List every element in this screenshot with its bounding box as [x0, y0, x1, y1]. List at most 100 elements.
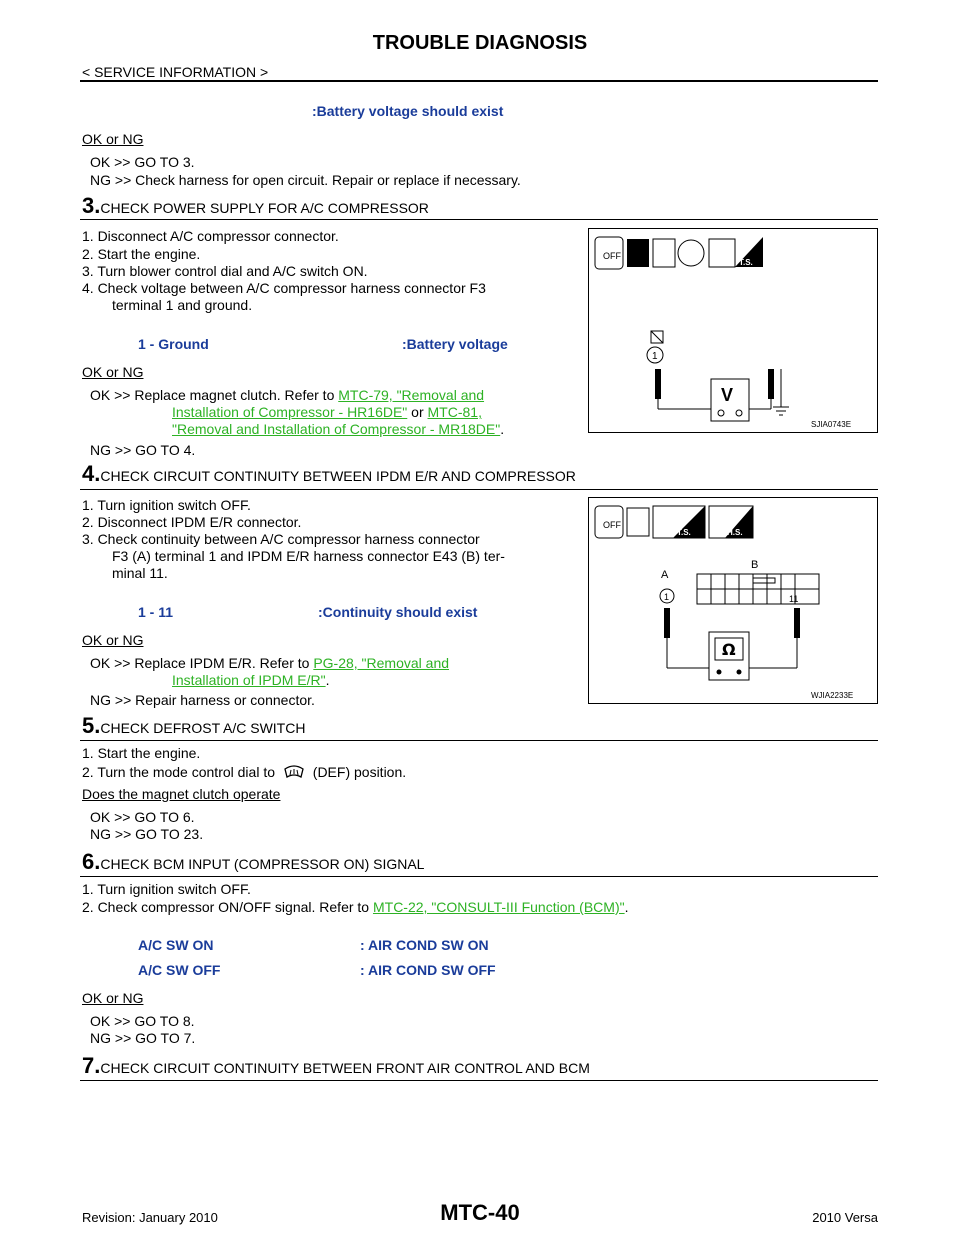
- ok-result-cont: Installation of Compressor - HR16DE" or …: [172, 404, 482, 421]
- connector-a-label: A: [661, 569, 669, 581]
- step-5-item-2-text: 2. Turn the mode control dial to: [82, 764, 275, 780]
- monitor-row-2-value: : AIR COND SW OFF: [360, 962, 496, 978]
- ok-text: OK >> Replace IPDM E/R. Refer to: [90, 655, 314, 671]
- period: .: [325, 672, 330, 688]
- ng-result: NG >> GO TO 23.: [90, 826, 204, 842]
- ok-result: OK >> GO TO 3.: [90, 154, 195, 170]
- okng-label: OK or NG: [82, 364, 144, 380]
- figure-id: SJIA0743E: [811, 420, 851, 429]
- svg-text:H.S.: H.S.: [727, 528, 743, 537]
- step-3-item-2: 2. Start the engine.: [82, 246, 201, 262]
- svg-text:T.S.: T.S.: [739, 258, 753, 267]
- spec-right: :Continuity should exist: [318, 604, 478, 620]
- step-5-item-1: 1. Start the engine.: [82, 745, 201, 761]
- spec-right: :Battery voltage: [402, 336, 508, 352]
- terminal-11-label: 11: [789, 594, 798, 604]
- ok-result-cont2: "Removal and Installation of Compressor …: [172, 421, 504, 438]
- monitor-row-2-item: A/C SW OFF: [138, 962, 221, 978]
- step-3-rule: [80, 219, 878, 220]
- or-text: or: [407, 404, 428, 420]
- ok-result-cont: Installation of IPDM E/R".: [172, 672, 329, 689]
- step-6-rule: [80, 876, 878, 877]
- question-label: Does the magnet clutch operate: [82, 786, 281, 802]
- step-4-title: CHECK CIRCUIT CONTINUITY BETWEEN IPDM E/…: [100, 468, 576, 484]
- step-3-item-1: 1. Disconnect A/C compressor connector.: [82, 228, 339, 244]
- ok-result: OK >> Replace magnet clutch. Refer to MT…: [90, 387, 484, 404]
- step-5-heading: 5.CHECK DEFROST A/C SWITCH: [82, 713, 305, 739]
- ng-result: NG >> Check harness for open circuit. Re…: [90, 172, 521, 188]
- step-4-item-3-cont: F3 (A) terminal 1 and IPDM E/R harness c…: [112, 548, 505, 564]
- step-3-number: 3.: [82, 193, 101, 218]
- ohmmeter-label: Ω: [722, 640, 736, 659]
- step-7-number: 7.: [82, 1053, 101, 1078]
- step-5-title: CHECK DEFROST A/C SWITCH: [100, 720, 306, 736]
- link-mtc-79-cont[interactable]: Installation of Compressor - HR16DE": [172, 404, 408, 420]
- ng-result: NG >> Repair harness or connector.: [90, 692, 315, 708]
- step-7-title: CHECK CIRCUIT CONTINUITY BETWEEN FRONT A…: [100, 1060, 590, 1076]
- step-5-item-2-suffix: (DEF) position.: [312, 764, 407, 780]
- spec-left: 1 - Ground: [138, 336, 209, 352]
- figure-voltage-check: OFF T.S. 1 V SJI: [588, 228, 878, 433]
- ok-result: OK >> Replace IPDM E/R. Refer to PG-28, …: [90, 655, 449, 672]
- link-mtc-22[interactable]: MTC-22, "CONSULT-III Function (BCM)": [372, 899, 625, 915]
- step-6-item-1: 1. Turn ignition switch OFF.: [82, 881, 251, 897]
- step-5-number: 5.: [82, 713, 101, 738]
- wiring-diagram: A B 1 11 Ω: [659, 559, 820, 681]
- svg-text:T.S.: T.S.: [677, 528, 691, 537]
- link-mtc-79[interactable]: MTC-79, "Removal and: [338, 387, 485, 403]
- tool-icons: OFF T.S. H.S.: [594, 505, 754, 539]
- tool-icons: OFF T.S.: [594, 236, 763, 270]
- figure-id: WJIA2233E: [811, 691, 853, 700]
- def-icon: [283, 765, 305, 779]
- step-6-item-2: 2. Check compressor ON/OFF signal. Refer…: [82, 899, 628, 916]
- step-3-heading: 3.CHECK POWER SUPPLY FOR A/C COMPRESSOR: [82, 193, 429, 219]
- svg-text:OFF: OFF: [603, 251, 621, 261]
- step-6-heading: 6.CHECK BCM INPUT (COMPRESSOR ON) SIGNAL: [82, 849, 424, 875]
- period: .: [624, 899, 629, 915]
- section-breadcrumb: < SERVICE INFORMATION >: [82, 64, 269, 80]
- step-7-heading: 7.CHECK CIRCUIT CONTINUITY BETWEEN FRONT…: [82, 1053, 590, 1079]
- svg-text:OFF: OFF: [603, 520, 621, 530]
- okng-label: OK or NG: [82, 990, 144, 1006]
- step-6-item-2-text: 2. Check compressor ON/OFF signal. Refer…: [82, 899, 373, 915]
- step-4-number: 4.: [82, 461, 101, 486]
- step-3-item-3: 3. Turn blower control dial and A/C swit…: [82, 263, 368, 279]
- step-4-item-2: 2. Disconnect IPDM E/R connector.: [82, 514, 302, 530]
- link-pg-28[interactable]: PG-28, "Removal and: [313, 655, 450, 671]
- wiring-diagram: 1 V: [646, 330, 789, 422]
- ok-text: OK >> Replace magnet clutch. Refer to: [90, 387, 339, 403]
- header-rule: [80, 80, 878, 82]
- link-mtc-81-cont[interactable]: "Removal and Installation of Compressor …: [172, 421, 501, 437]
- okng-label: OK or NG: [82, 131, 144, 147]
- model-year: 2010 Versa: [812, 1210, 878, 1225]
- step-7-rule: [80, 1080, 878, 1081]
- terminal-1-label: 1: [664, 592, 669, 602]
- step-4-item-1: 1. Turn ignition switch OFF.: [82, 497, 251, 513]
- monitor-row-1-item: A/C SW ON: [138, 937, 214, 953]
- ng-result: NG >> GO TO 4.: [90, 442, 196, 458]
- connector-b-label: B: [751, 559, 758, 571]
- step-3-title: CHECK POWER SUPPLY FOR A/C COMPRESSOR: [100, 200, 429, 216]
- step-6-number: 6.: [82, 849, 101, 874]
- page-title: TROUBLE DIAGNOSIS: [372, 32, 588, 54]
- spec-battery-voltage: :Battery voltage should exist: [312, 103, 504, 119]
- terminal-1-label: 1: [652, 351, 658, 362]
- revision-date: Revision: January 2010: [82, 1210, 218, 1225]
- voltmeter-label: V: [721, 385, 733, 405]
- link-mtc-81[interactable]: MTC-81,: [427, 404, 482, 420]
- step-4-heading: 4.CHECK CIRCUIT CONTINUITY BETWEEN IPDM …: [82, 461, 576, 487]
- step-4-item-3-cont2: minal 11.: [112, 565, 168, 581]
- monitor-row-1-value: : AIR COND SW ON: [360, 937, 489, 953]
- step-5-rule: [80, 740, 878, 741]
- ok-result: OK >> GO TO 8.: [90, 1013, 195, 1029]
- step-3-item-4-cont: terminal 1 and ground.: [112, 297, 253, 313]
- ng-result: NG >> GO TO 7.: [90, 1030, 196, 1046]
- ok-result: OK >> GO TO 6.: [90, 809, 195, 825]
- step-4-rule: [80, 489, 878, 490]
- page-number: MTC-40: [440, 1200, 520, 1225]
- spec-left: 1 - 11: [138, 604, 174, 620]
- link-pg-28-cont[interactable]: Installation of IPDM E/R": [172, 672, 326, 688]
- okng-label: OK or NG: [82, 632, 144, 648]
- step-6-title: CHECK BCM INPUT (COMPRESSOR ON) SIGNAL: [100, 856, 425, 872]
- step-5-item-2: 2. Turn the mode control dial to (DEF) p…: [82, 764, 406, 781]
